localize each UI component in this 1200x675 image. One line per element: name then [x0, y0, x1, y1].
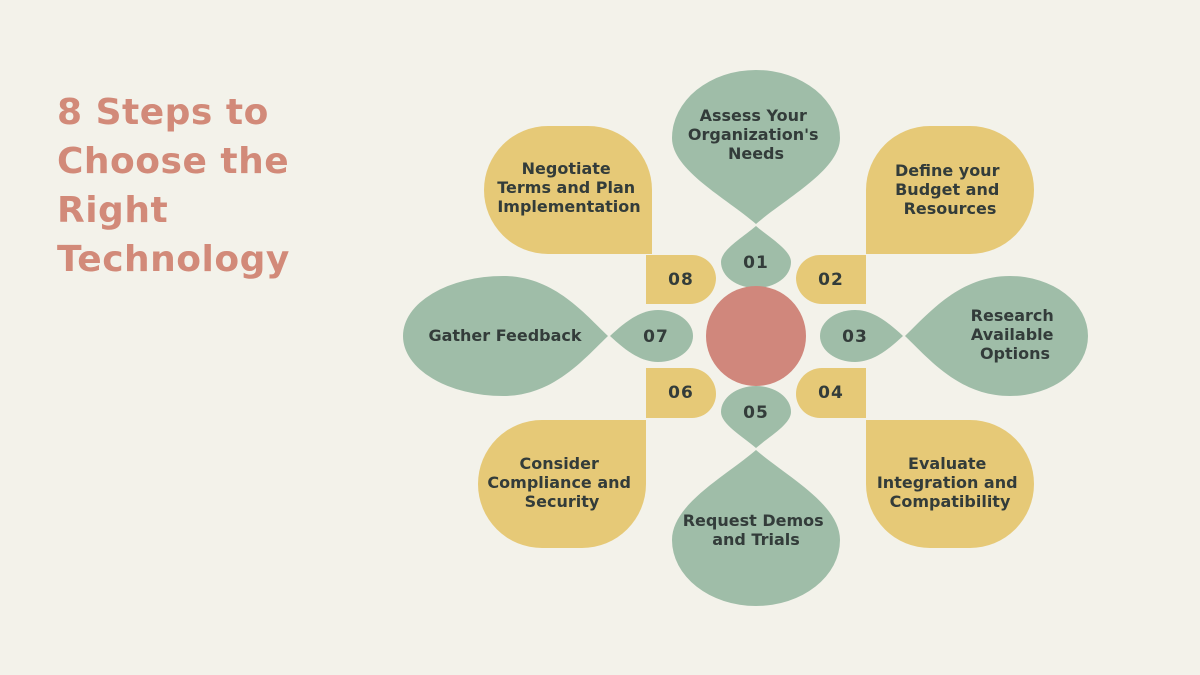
step-05-petal: [672, 450, 840, 606]
step-06-number-drop: [646, 368, 716, 418]
step-02: Define your Budget and Resources 02: [796, 126, 1034, 304]
step-04: 04 Evaluate Integration and Compatibilit…: [796, 368, 1034, 548]
step-02-label: Define your Budget and Resources: [895, 161, 1005, 218]
center-circle: [706, 286, 806, 386]
step-03-label-line: Available: [971, 325, 1054, 344]
step-01-label-line: Organization's: [688, 125, 819, 144]
step-06-number: 06: [668, 383, 694, 403]
step-05: 05 Request Demos and Trials: [672, 386, 840, 606]
step-01-label: Assess Your Organization's Needs: [688, 106, 824, 163]
step-08-number-drop: [646, 254, 716, 304]
step-06-label-line: Compliance and: [487, 473, 631, 492]
step-04-number-drop: [796, 368, 866, 418]
step-06-label-line: Security: [525, 492, 600, 511]
step-06-label-line: Consider: [520, 454, 599, 473]
step-07-number: 07: [643, 327, 669, 347]
step-03-label-line: Options: [980, 344, 1050, 363]
step-05-label-line: Request Demos: [683, 511, 824, 530]
step-01-number-drop: [721, 226, 791, 288]
step-08-label-line: Negotiate: [522, 159, 611, 178]
step-06-label: Consider Compliance and Security: [487, 454, 636, 511]
step-03: Research Available Options 03: [820, 276, 1088, 396]
step-08: Negotiate Terms and Plan Implementation …: [484, 126, 716, 304]
step-02-number: 02: [818, 270, 844, 290]
step-03-petal: [905, 276, 1088, 396]
step-07-petal: [403, 276, 608, 396]
step-05-label: Request Demos and Trials: [683, 511, 830, 549]
step-04-label: Evaluate Integration and Compatibility: [877, 454, 1023, 511]
step-03-number: 03: [842, 327, 868, 347]
step-06: 06 Consider Compliance and Security: [478, 368, 716, 548]
page-title: 8 Steps to Choose the Right Technology: [57, 92, 290, 280]
step-08-label-line: Implementation: [497, 197, 640, 216]
step-02-petal: [866, 126, 1034, 254]
step-03-label: Research Available Options: [971, 306, 1060, 363]
step-02-label-line: Define your: [895, 161, 1000, 180]
step-04-petal: [866, 420, 1034, 548]
step-01-number: 01: [743, 253, 769, 273]
step-08-number: 08: [668, 270, 694, 290]
step-07: Gather Feedback 07: [403, 276, 693, 396]
step-06-petal: [478, 420, 646, 548]
step-04-number: 04: [818, 383, 844, 403]
step-05-number-drop: [721, 386, 791, 448]
step-03-number-drop: [820, 310, 903, 362]
step-04-label-line: Compatibility: [890, 492, 1011, 511]
step-01-petal: [672, 70, 840, 224]
step-01-label-line: Needs: [728, 144, 784, 163]
step-08-label: Negotiate Terms and Plan Implementation: [497, 159, 640, 216]
step-01: Assess Your Organization's Needs 01: [672, 70, 840, 288]
step-02-label-line: Resources: [904, 199, 997, 218]
step-02-label-line: Budget and: [895, 180, 999, 199]
step-03-label-line: Research: [971, 306, 1054, 325]
step-07-number-drop: [610, 310, 693, 362]
step-01-label-line: Assess Your: [700, 106, 807, 125]
step-04-label-line: Evaluate: [908, 454, 986, 473]
step-08-petal: [484, 126, 652, 254]
step-08-label-line: Terms and Plan: [497, 178, 635, 197]
step-07-label: Gather Feedback: [428, 326, 581, 345]
step-05-number: 05: [743, 403, 769, 423]
step-04-label-line: Integration and: [877, 473, 1018, 492]
step-02-number-drop: [796, 254, 866, 304]
step-05-label-line: and Trials: [712, 530, 800, 549]
